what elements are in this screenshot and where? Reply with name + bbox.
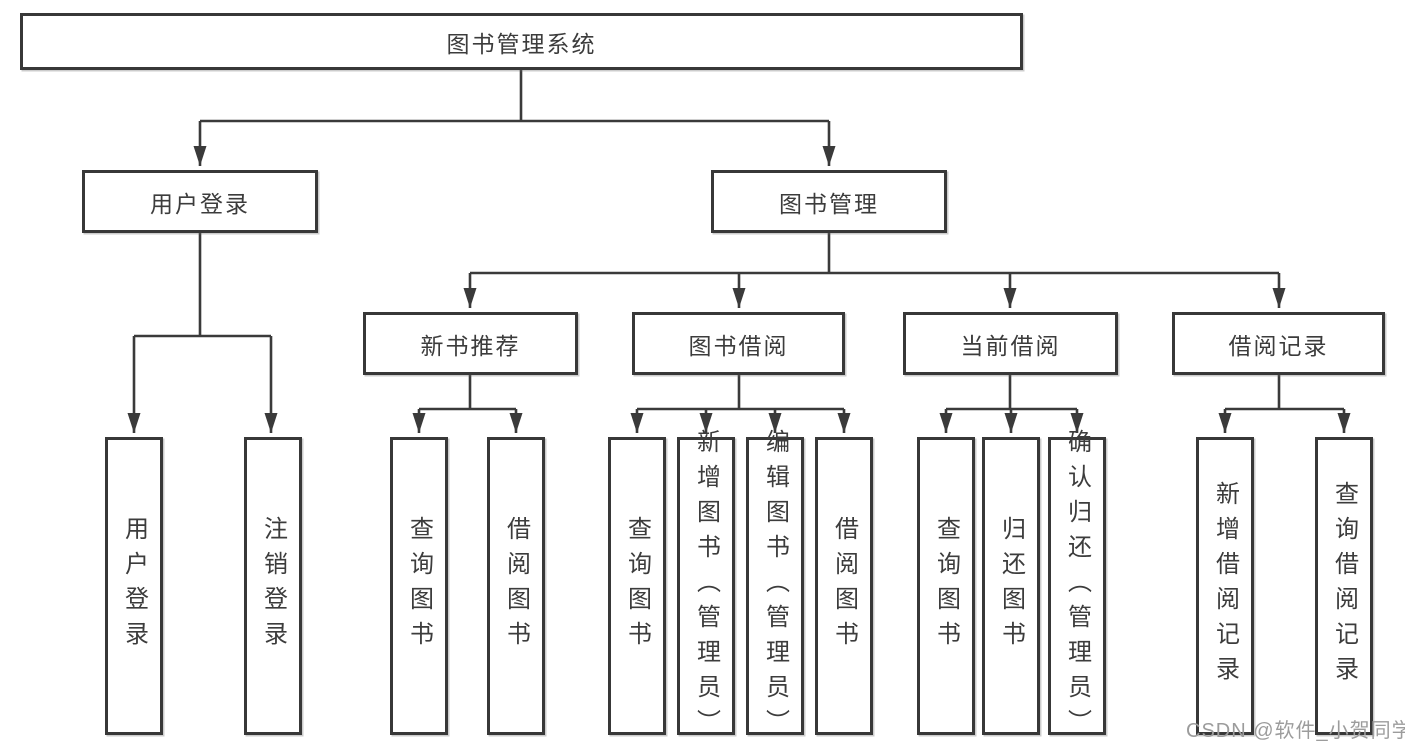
node-label: 新书推荐 [420, 332, 521, 359]
node-label: 图书管理 [779, 190, 879, 217]
leaf-query-borrow-record: 查询借阅记录 [1315, 437, 1373, 735]
node-label: 借阅图书 [830, 516, 858, 656]
leaf-edit-book-admin: 编辑图书（管理员） [746, 429, 804, 744]
node-label: 借阅记录 [1228, 332, 1329, 359]
node-book-borrow: 图书借阅 [632, 312, 845, 375]
node-new-book-recommend: 新书推荐 [363, 312, 578, 375]
leaf-query-books-recommend: 查询图书 [390, 437, 448, 735]
leaf-query-books-borrow: 查询图书 [608, 437, 666, 735]
node-label: 确认归还（管理员） [1063, 428, 1091, 744]
node-root: 图书管理系统 [20, 13, 1023, 70]
leaf-add-borrow-record: 新增借阅记录 [1196, 437, 1254, 735]
csdn-watermark: CSDN @软件_小贺同学 [1186, 720, 1405, 742]
leaf-add-book-admin: 新增图书（管理员） [677, 429, 735, 744]
node-label: 当前借阅 [960, 332, 1061, 359]
leaf-borrow-books: 借阅图书 [815, 437, 873, 735]
node-label: 用户登录 [150, 190, 250, 217]
node-borrow-records: 借阅记录 [1172, 312, 1385, 375]
node-label: 查询图书 [405, 516, 433, 656]
leaf-query-books-current: 查询图书 [917, 437, 975, 735]
node-label: 查询借阅记录 [1330, 481, 1358, 691]
node-label: 新增图书（管理员） [692, 428, 720, 744]
node-label: 图书借阅 [688, 332, 789, 359]
node-label: 查询图书 [932, 516, 960, 656]
node-label: 用户登录 [120, 516, 148, 656]
leaf-borrow-books-recommend: 借阅图书 [487, 437, 545, 735]
node-label: 归还图书 [997, 516, 1025, 656]
node-label: 图书管理系统 [446, 30, 597, 57]
leaf-confirm-return-admin: 确认归还（管理员） [1048, 429, 1106, 744]
leaf-return-book: 归还图书 [982, 437, 1040, 735]
node-label: 借阅图书 [502, 516, 530, 656]
node-current-borrow: 当前借阅 [903, 312, 1118, 375]
leaf-logout-login: 注销登录 [244, 437, 302, 735]
leaf-user-login: 用户登录 [105, 437, 163, 735]
node-label: 新增借阅记录 [1211, 481, 1239, 691]
node-user-login: 用户登录 [82, 170, 318, 233]
node-book-management: 图书管理 [711, 170, 947, 233]
node-label: 注销登录 [259, 516, 287, 656]
node-label: 编辑图书（管理员） [761, 428, 789, 744]
node-label: 查询图书 [623, 516, 651, 656]
